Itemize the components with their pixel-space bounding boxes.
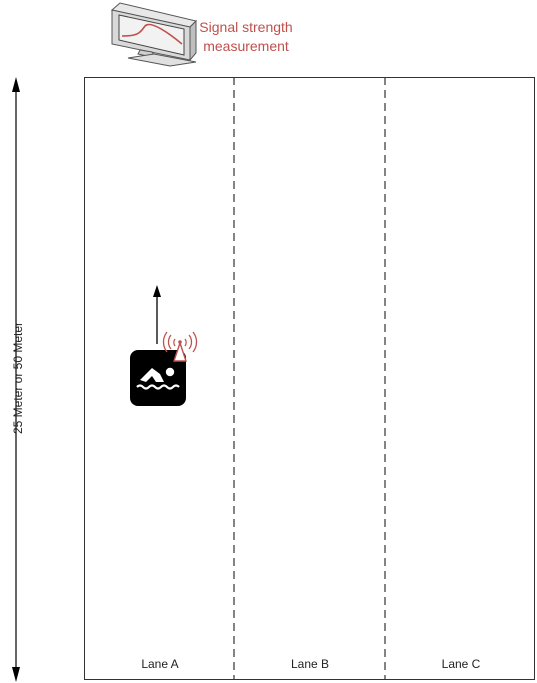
signal-measurement-label-line1: Signal strength bbox=[199, 19, 293, 35]
length-dimension-arrow bbox=[12, 77, 20, 682]
pool-length-text: 25 Meter or 50 Meter bbox=[11, 321, 25, 435]
pool-outline bbox=[84, 77, 535, 680]
lane-c-label: Lane C bbox=[441, 657, 481, 671]
arrow-up-icon bbox=[153, 285, 161, 344]
signal-measurement-label-line2: measurement bbox=[203, 38, 289, 54]
signal-measurement-label: Signal strength measurement bbox=[191, 18, 301, 56]
monitor-icon bbox=[110, 2, 197, 67]
lane-b-label: Lane B bbox=[290, 657, 330, 671]
lane-a-label: Lane A bbox=[141, 657, 179, 671]
swimmer-icon bbox=[130, 350, 186, 406]
antenna-icon bbox=[162, 331, 198, 362]
